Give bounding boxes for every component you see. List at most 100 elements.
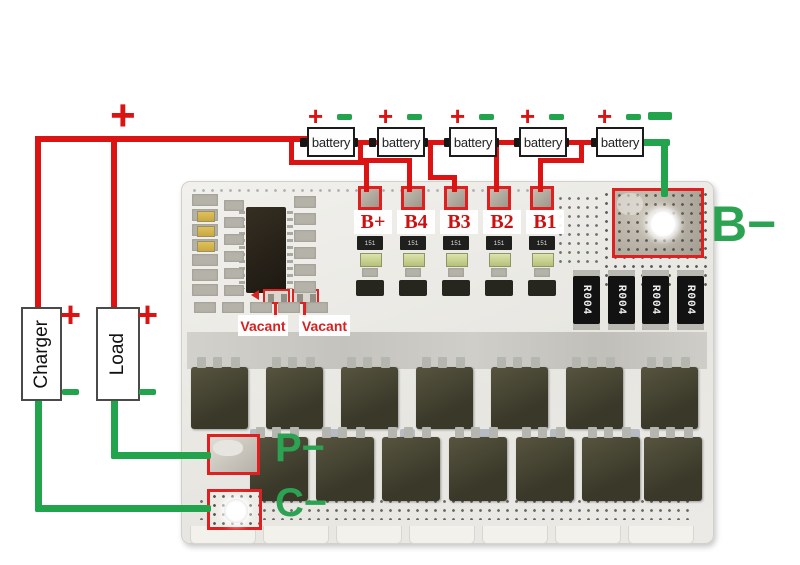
vacant-label-1: Vacant (238, 315, 288, 336)
mosfet (416, 357, 473, 429)
wire-b1-sense-h (538, 158, 584, 163)
b-minus-pad (612, 188, 704, 258)
mosfet-lead (422, 357, 431, 368)
mosfet-lead (381, 357, 390, 368)
sense-label-b2: B2 (483, 210, 521, 234)
mosfet-lead (356, 427, 365, 438)
vacant-pad-1 (263, 289, 290, 304)
mosfet-lead (647, 357, 656, 368)
led (197, 211, 215, 222)
led (403, 253, 425, 267)
smd-part (362, 268, 378, 277)
smd-part (224, 251, 244, 262)
mosfet-lead (684, 427, 693, 438)
board-edge-tab (555, 526, 621, 544)
mosfet-lead (489, 427, 498, 438)
smd-part (224, 285, 244, 296)
c-minus-hole (224, 499, 248, 523)
mosfet-lead (588, 357, 597, 368)
wire-bplus-sense-h (289, 160, 369, 165)
resistor-chip: 151 (400, 236, 426, 250)
led (360, 253, 382, 267)
terminal-nub (514, 138, 521, 147)
vacant-label-2: Vacant (299, 315, 350, 336)
mosfet (641, 357, 698, 429)
mosfet-lead (471, 427, 480, 438)
mosfet-lead (572, 357, 581, 368)
mosfet-lead (306, 357, 315, 368)
wire-b3-sense-v2 (452, 175, 457, 192)
mosfet-lead (272, 357, 281, 368)
mosfet (516, 427, 574, 501)
smd-part (250, 302, 272, 313)
mosfet-lead (338, 427, 347, 438)
shunt-resistor-marking: R004 (580, 284, 593, 316)
smd-part (294, 230, 316, 242)
sense-label-b4: B4 (397, 210, 435, 234)
charger-box: Charger (21, 307, 62, 401)
battery-minus-mark (626, 114, 641, 120)
wire-b1-sense-v2 (538, 158, 543, 192)
smd-part (222, 302, 244, 313)
load-box: Load (96, 307, 140, 401)
mosfet (382, 427, 440, 501)
mosfet-lead (272, 427, 281, 438)
led (197, 241, 215, 252)
mosfet-lead (531, 357, 540, 368)
mosfet-lead (538, 427, 547, 438)
mosfet-lead (663, 357, 672, 368)
wire-bplus-sense-v2 (364, 160, 369, 192)
charger-label: Charger (30, 319, 52, 389)
battery-minus-mark (479, 114, 494, 120)
via-grid (556, 194, 604, 264)
mosfet (566, 357, 623, 429)
shunt-resistor-marking: R004 (615, 284, 628, 316)
led (489, 253, 511, 267)
vacant-arrow-icon (251, 290, 259, 300)
solder-highlight (617, 193, 643, 215)
mosfet-lead (681, 357, 690, 368)
mosfet-lead (455, 427, 464, 438)
sense-label-b3: B3 (440, 210, 478, 234)
mosfet-lead (256, 427, 265, 438)
wire-charger-negative-v (35, 394, 42, 512)
smd-part (192, 254, 218, 266)
battery-minus-mark (549, 114, 564, 120)
resistor-chip: 151 (357, 236, 383, 250)
mosfet-lead (213, 357, 222, 368)
shunt-resistor-marking: R004 (684, 284, 697, 316)
sense-label-b+: B+ (354, 210, 392, 234)
shunt-resistor: R004 (677, 270, 704, 330)
wire-load-negative-h (111, 452, 211, 459)
mosfet-lead (497, 357, 506, 368)
mosfet (582, 427, 640, 501)
wire-b3-sense-v1 (428, 144, 433, 180)
wire-batt1-batt2 (351, 140, 377, 145)
board-edge-tab (628, 526, 694, 544)
shunt-resistor: R004 (573, 270, 600, 330)
wire-b3-sense-h (428, 175, 457, 180)
sot23-transistor (485, 280, 513, 296)
wire-b4-sense-v2 (407, 158, 412, 192)
smd-part (224, 217, 244, 228)
smd-part (278, 302, 300, 313)
smd-part (294, 213, 316, 225)
tinned-trace-band (187, 332, 707, 369)
solder-highlight (213, 440, 243, 456)
c-minus-pad (207, 489, 262, 530)
wire-charger-positive (35, 136, 41, 309)
wire-b4-sense-v1 (358, 144, 363, 164)
led (197, 226, 215, 237)
p-minus-pad (207, 434, 260, 475)
sense-pad-b4 (401, 186, 425, 210)
pack-negative-mark (648, 112, 672, 120)
smd-part (192, 269, 218, 281)
smd-part (491, 268, 507, 277)
mosfet-lead (456, 357, 465, 368)
sot23-transistor (356, 280, 384, 296)
vacant-leader-2 (303, 303, 306, 317)
battery-box: battery (596, 127, 644, 157)
mosfet-lead (513, 357, 522, 368)
protection-ic (239, 207, 293, 293)
smd-part (192, 284, 218, 296)
